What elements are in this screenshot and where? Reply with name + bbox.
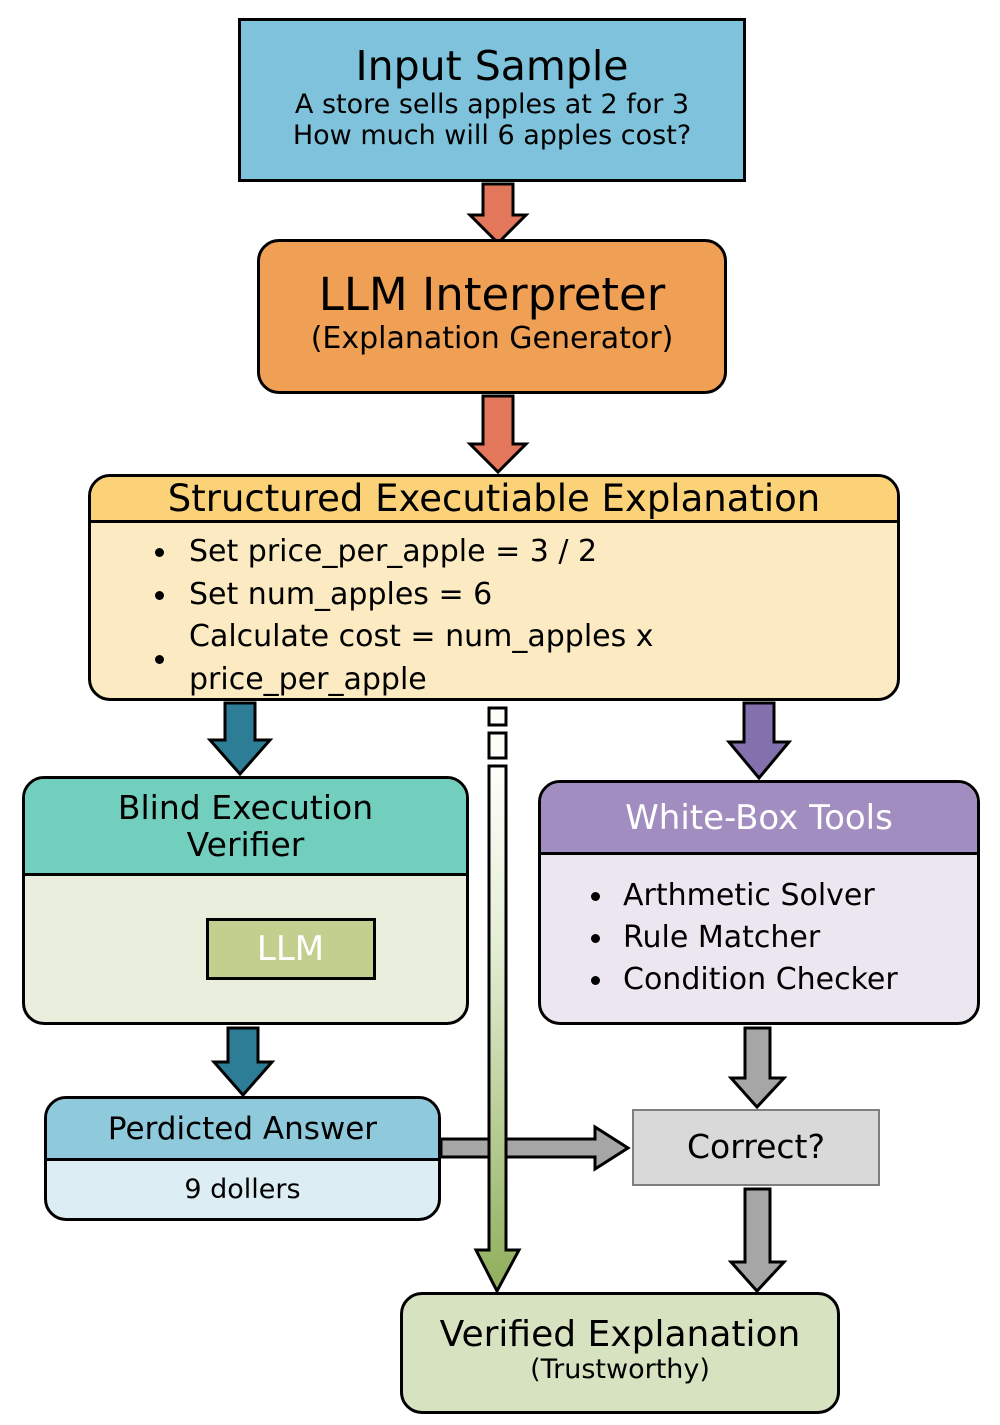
- predicted-answer-value: 9 dollers: [184, 1174, 301, 1205]
- arrow-input-to-interpreter: [466, 182, 530, 246]
- node-white-box-tools[interactable]: White-Box Tools Arthmetic Solver Rule Ma…: [538, 780, 980, 1025]
- node-decision-correct[interactable]: Correct?: [632, 1109, 880, 1186]
- list-item: Rule Matcher: [589, 917, 977, 959]
- dashed-stub-explanation: [487, 706, 508, 760]
- verified-explanation-subtitle: (Trustworthy): [530, 1354, 710, 1386]
- white-box-tool-list: Arthmetic Solver Rule Matcher Condition …: [541, 875, 977, 1001]
- structured-explanation-title: Structured Executiable Explanation: [91, 477, 897, 523]
- list-item: Set price_per_apple = 3 / 2: [153, 531, 897, 574]
- node-blind-execution-verifier[interactable]: Blind Execution Verifier LLM: [22, 776, 469, 1025]
- arrow-tools-to-decision: [727, 1026, 788, 1110]
- node-verified-explanation[interactable]: Verified Explanation (Trustworthy): [400, 1292, 840, 1414]
- input-sample-line1: A store sells apples at 2 for 3: [294, 89, 690, 121]
- arrow-explanation-to-verified: [473, 764, 522, 1295]
- explanation-step-list: Set price_per_apple = 3 / 2 Set num_appl…: [91, 531, 897, 698]
- arrow-interpreter-to-explanation: [466, 394, 530, 475]
- llm-interpreter-title: LLM Interpreter: [318, 268, 666, 322]
- node-structured-explanation[interactable]: Structured Executiable Explanation Set p…: [88, 474, 900, 701]
- llm-interpreter-subtitle: (Explanation Generator): [310, 321, 674, 357]
- structured-explanation-body: Set price_per_apple = 3 / 2 Set num_appl…: [91, 523, 897, 698]
- arrow-answer-to-decision: [439, 1124, 631, 1172]
- white-box-tools-body: Arthmetic Solver Rule Matcher Condition …: [541, 855, 977, 1022]
- input-sample-line2: How much will 6 apples cost?: [292, 119, 692, 151]
- list-item: Set num_apples = 6: [153, 574, 897, 617]
- blind-verifier-title-line1: Blind Execution: [117, 787, 374, 827]
- blind-verifier-body: LLM: [25, 876, 466, 1022]
- arrow-explanation-to-tools: [725, 701, 793, 781]
- blind-verifier-title: Blind Execution Verifier: [25, 779, 466, 876]
- predicted-answer-title: Perdicted Answer: [47, 1099, 438, 1161]
- arrow-explanation-to-verifier: [206, 701, 274, 777]
- blind-verifier-title-line2: Verifier: [186, 825, 305, 864]
- list-item: Calculate cost = num_apples x price_per_…: [153, 616, 897, 698]
- white-box-tools-title: White-Box Tools: [541, 783, 977, 855]
- list-item: Condition Checker: [589, 959, 977, 1001]
- arrow-decision-to-verified: [727, 1187, 788, 1294]
- arrow-verifier-to-answer: [210, 1026, 276, 1098]
- node-llm-interpreter[interactable]: LLM Interpreter (Explanation Generator): [257, 239, 727, 394]
- node-input-sample[interactable]: Input Sample A store sells apples at 2 f…: [238, 18, 746, 182]
- verified-explanation-title: Verified Explanation: [439, 1314, 801, 1356]
- input-sample-title: Input Sample: [355, 42, 629, 91]
- decision-label: Correct?: [687, 1127, 825, 1167]
- node-predicted-answer[interactable]: Perdicted Answer 9 dollers: [44, 1096, 441, 1221]
- llm-chip[interactable]: LLM: [205, 918, 376, 980]
- list-item: Arthmetic Solver: [589, 875, 977, 917]
